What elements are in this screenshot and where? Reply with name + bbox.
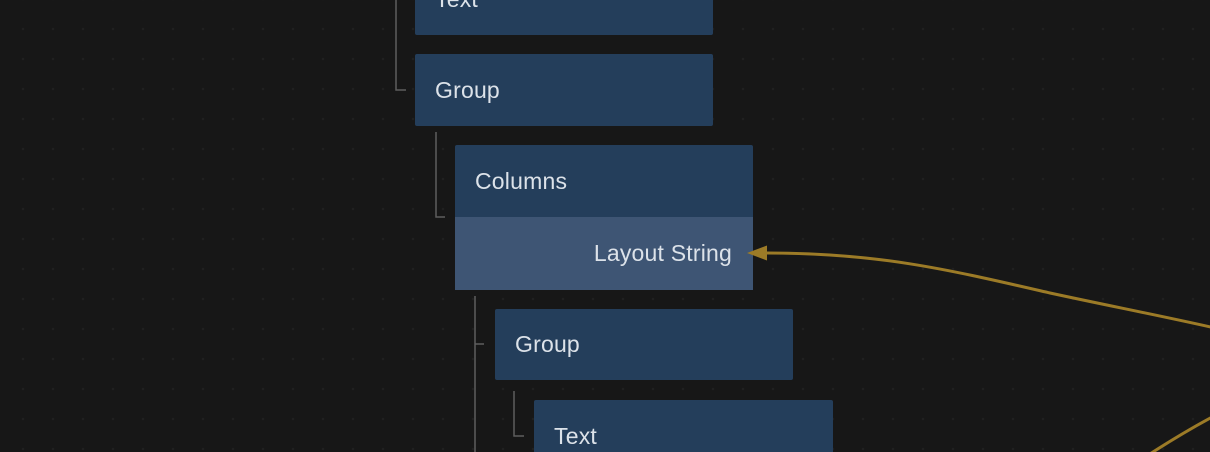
- port-layout-string-label: Layout String: [593, 240, 732, 266]
- node-columns-label: Columns: [475, 167, 568, 194]
- node-text-top[interactable]: Text: [415, 0, 713, 35]
- tree-connector-columns: [435, 132, 445, 218]
- node-text-bottom[interactable]: Text: [534, 400, 833, 452]
- port-row-layout-string[interactable]: Layout String: [455, 217, 753, 290]
- tree-connector-text-bottom: [513, 391, 524, 437]
- node-text-bottom-label: Text: [554, 422, 597, 449]
- node-group-upper-label: Group: [435, 76, 500, 103]
- tree-connector-group-upper: [395, 0, 406, 91]
- node-columns[interactable]: Columns Layout String: [455, 145, 753, 290]
- wire-offscreen-bottom-right[interactable]: [1136, 415, 1210, 452]
- wire-arrowhead[interactable]: [747, 245, 767, 261]
- node-group-lower-label: Group: [515, 331, 580, 357]
- node-group-lower[interactable]: Group: [495, 309, 793, 380]
- wire-layout-string[interactable]: [765, 251, 1210, 329]
- node-group-upper[interactable]: Group: [415, 54, 713, 126]
- node-columns-header: Columns: [455, 145, 753, 217]
- node-text-top-label: Text: [415, 0, 713, 35]
